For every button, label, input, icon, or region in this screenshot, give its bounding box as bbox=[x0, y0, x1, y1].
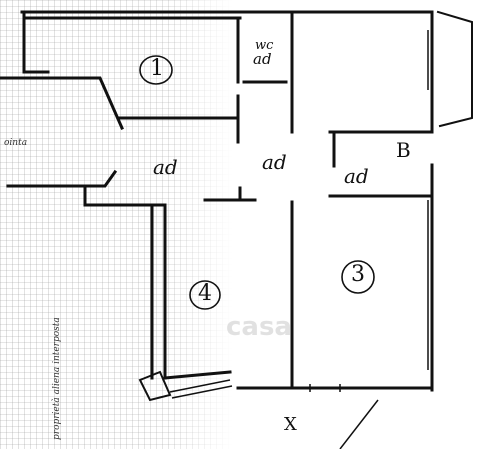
room-4-circle bbox=[189, 280, 221, 310]
hall-center-label: ad bbox=[262, 150, 287, 174]
window-lower-left bbox=[169, 379, 233, 399]
room-3-circle bbox=[341, 260, 375, 294]
wall-bottom-left bbox=[163, 370, 232, 380]
room-3-label: 3 bbox=[351, 262, 365, 287]
wall-lower-door bbox=[138, 370, 172, 402]
x-mark: X bbox=[284, 414, 297, 435]
wall-entry-lower bbox=[6, 169, 118, 188]
wc-label-line2: ad bbox=[253, 50, 272, 68]
room-1-circle bbox=[139, 55, 173, 85]
room-4-label: 4 bbox=[198, 281, 212, 306]
wc-label-line1: wc bbox=[255, 38, 274, 53]
balcony-outline bbox=[436, 10, 473, 128]
wall-left-slant bbox=[0, 76, 124, 130]
watermark: casa bbox=[226, 312, 292, 342]
vertical-note: proprietà aliena interposta bbox=[52, 317, 62, 440]
room-1-label: 1 bbox=[150, 56, 164, 81]
wall-entry-lower-2 bbox=[83, 184, 167, 207]
room-b-label: B bbox=[396, 138, 411, 162]
window-bottom bbox=[309, 384, 341, 392]
exterior-line bbox=[339, 399, 379, 449]
left-top-note: ointa bbox=[4, 138, 28, 148]
hall-left-label: ad bbox=[153, 155, 178, 179]
hall-right-label: ad bbox=[344, 164, 369, 188]
wall-left-top bbox=[22, 10, 50, 74]
